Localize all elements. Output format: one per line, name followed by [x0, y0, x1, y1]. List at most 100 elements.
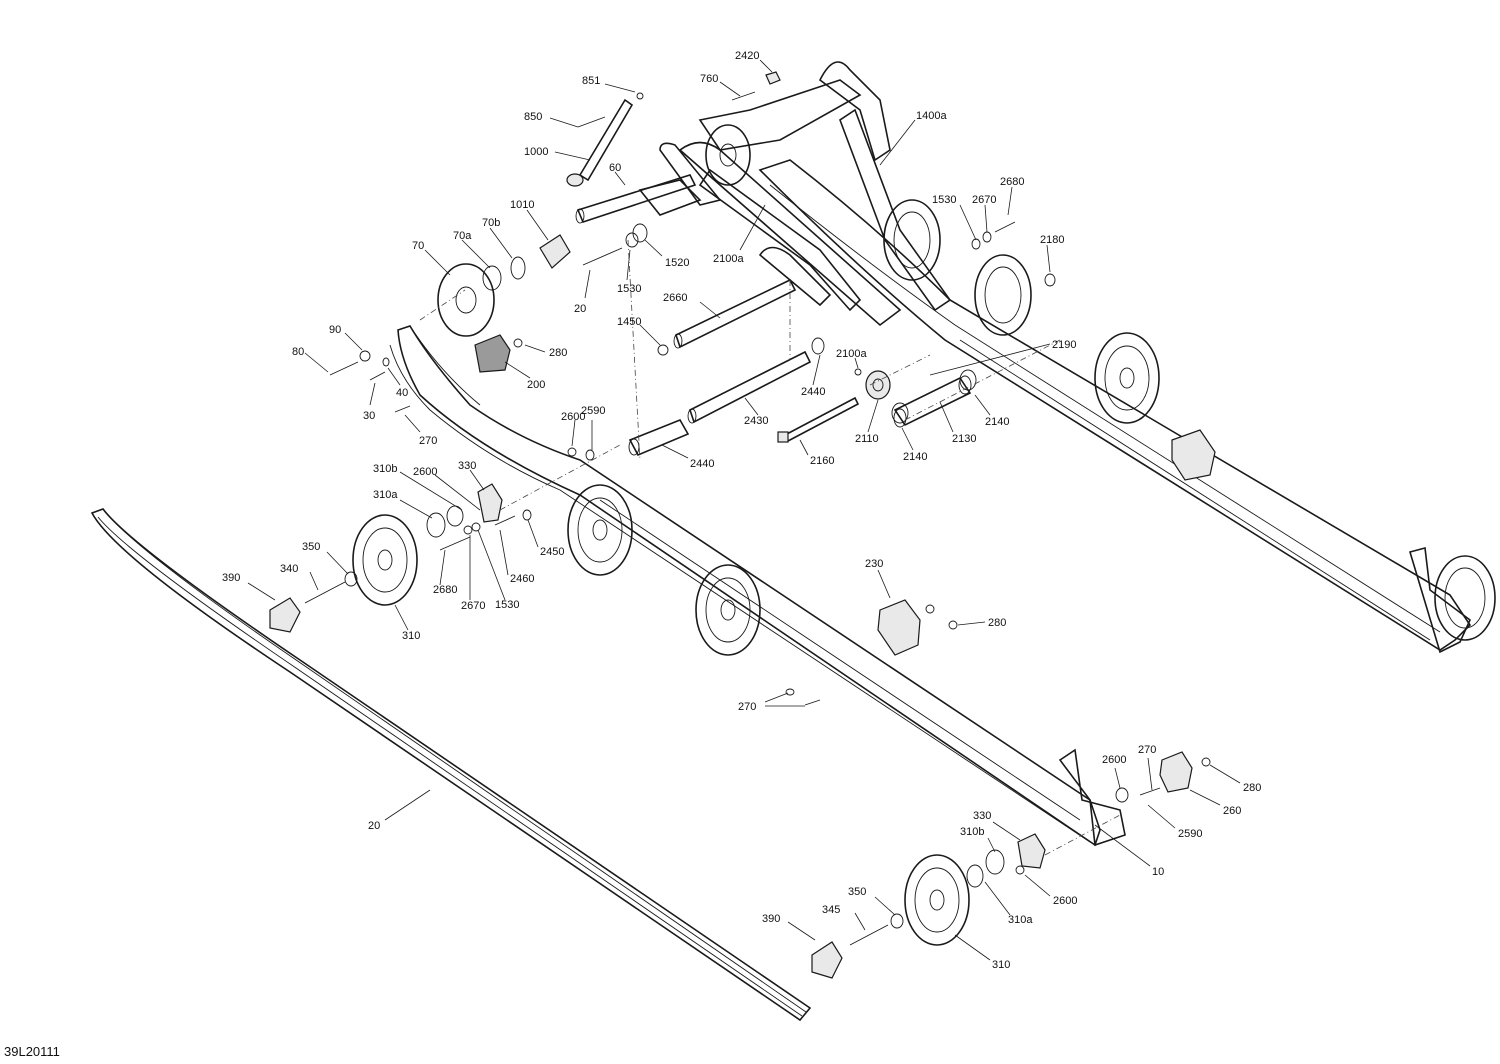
callout-310-left: 310 — [402, 630, 420, 642]
axle-block-330 — [477, 483, 503, 523]
callout-2130: 2130 — [952, 433, 976, 445]
link-1000 — [566, 98, 634, 187]
callout-1010: 1010 — [510, 199, 534, 211]
callout-2110: 2110 — [855, 433, 879, 445]
shaft-2430 — [687, 350, 812, 424]
leader-lines — [247, 59, 1241, 961]
callout-80: 80 — [292, 346, 304, 358]
callout-310-right: 310 — [992, 959, 1010, 971]
callout-2430: 2430 — [744, 415, 768, 427]
callout-60: 60 — [609, 162, 621, 174]
callout-2420: 2420 — [735, 50, 759, 62]
callout-280-right: 280 — [1243, 782, 1261, 794]
callout-350-left: 350 — [302, 541, 320, 553]
callout-2440-upper: 2440 — [801, 386, 825, 398]
callout-2140-right: 2140 — [985, 416, 1009, 428]
callout-2600-left: 2600 — [413, 466, 437, 478]
callout-340: 340 — [280, 563, 298, 575]
stopper-200 — [474, 334, 511, 373]
callout-760: 760 — [700, 73, 718, 85]
slider-block-260 — [1159, 751, 1193, 793]
callout-90: 90 — [329, 324, 341, 336]
callout-1530-mid: 1530 — [617, 283, 641, 295]
callout-851: 851 — [582, 75, 600, 87]
callout-200: 200 — [527, 379, 545, 391]
callout-850: 850 — [524, 111, 542, 123]
callout-350-right: 350 — [848, 886, 866, 898]
callout-2670-upper: 2670 — [972, 194, 996, 206]
shaft-2660 — [673, 278, 797, 349]
callout-20-lower: 20 — [368, 820, 380, 832]
callout-2600-right-lower: 2600 — [1053, 895, 1077, 907]
slider-block-230 — [877, 599, 921, 656]
callout-2600-right: 2600 — [1102, 754, 1126, 766]
left-rail — [389, 325, 1126, 847]
callout-330-left: 330 — [458, 460, 476, 472]
callout-2660: 2660 — [663, 292, 687, 304]
idler-wheel-upper — [705, 124, 751, 186]
wheel-right-3 — [1094, 332, 1160, 424]
callout-1450: 1450 — [617, 316, 641, 328]
callout-2190: 2190 — [1052, 339, 1076, 351]
right-rail — [758, 159, 1472, 654]
front-arm — [638, 61, 952, 327]
callout-2450: 2450 — [540, 546, 564, 558]
callout-2100a-upper: 2100a — [713, 253, 744, 265]
sleeve-2130 — [893, 375, 972, 428]
wheel-right-2 — [974, 254, 1032, 336]
callout-390-right: 390 — [762, 913, 780, 925]
callout-270-right: 270 — [1138, 744, 1156, 756]
bearing-2110 — [865, 370, 891, 400]
callout-2100a-mid: 2100a — [836, 348, 867, 360]
callout-1530-upper: 1530 — [932, 194, 956, 206]
bushing-2440 — [628, 418, 690, 457]
drawing-code: 39L20111 — [4, 1044, 60, 1059]
callout-280-mid: 280 — [988, 617, 1006, 629]
callout-390-left: 390 — [222, 572, 240, 584]
callout-20-upper: 20 — [574, 303, 586, 315]
callout-2440-lower: 2440 — [690, 458, 714, 470]
callout-280-upper: 280 — [549, 347, 567, 359]
callout-2160: 2160 — [810, 455, 834, 467]
assembly-lines — [419, 239, 1121, 856]
callout-1000: 1000 — [524, 146, 548, 158]
callout-2680-upper: 2680 — [1000, 176, 1024, 188]
retainer-390b — [811, 941, 843, 979]
callout-2140-left: 2140 — [903, 451, 927, 463]
wheel-310-left-front — [352, 514, 418, 606]
callout-270-mid: 270 — [738, 701, 756, 713]
callout-2600-upper: 2600 — [561, 411, 585, 423]
wheel-right-rear — [1434, 555, 1496, 641]
retainer-390 — [269, 597, 301, 633]
wheel-310-left-rear — [904, 854, 970, 946]
bolt-2160 — [777, 396, 860, 443]
wheel-left-mid1 — [567, 484, 633, 576]
wheel-right-1 — [883, 199, 941, 281]
idler-wheel-70 — [437, 263, 495, 337]
shaft-60 — [575, 174, 697, 224]
callout-1530-left: 1530 — [495, 599, 519, 611]
callout-310b-right: 310b — [960, 826, 984, 838]
callout-310b-left: 310b — [373, 463, 397, 475]
callout-2590-right: 2590 — [1178, 828, 1202, 840]
callout-30: 30 — [363, 410, 375, 422]
callout-330-right: 330 — [973, 810, 991, 822]
callout-260: 260 — [1223, 805, 1241, 817]
callout-270-upper: 270 — [419, 435, 437, 447]
callout-2460: 2460 — [510, 573, 534, 585]
axle-block-330b — [1017, 833, 1046, 869]
callout-2590-upper: 2590 — [581, 405, 605, 417]
callout-1400a: 1400a — [916, 110, 947, 122]
callout-70a: 70a — [453, 230, 472, 242]
callout-labels: 2420 760 851 850 1000 60 1400a 1530 2670… — [222, 50, 1261, 971]
callout-310a-right: 310a — [1008, 914, 1033, 926]
hyfax-slide-strip — [90, 508, 812, 1022]
slider-block-right — [1171, 429, 1216, 481]
wheel-left-mid2 — [695, 564, 761, 656]
callout-10: 10 — [1152, 866, 1164, 878]
callout-2670-left: 2670 — [461, 600, 485, 612]
hardware — [304, 71, 1211, 946]
callout-345: 345 — [822, 904, 840, 916]
callout-2180: 2180 — [1040, 234, 1064, 246]
